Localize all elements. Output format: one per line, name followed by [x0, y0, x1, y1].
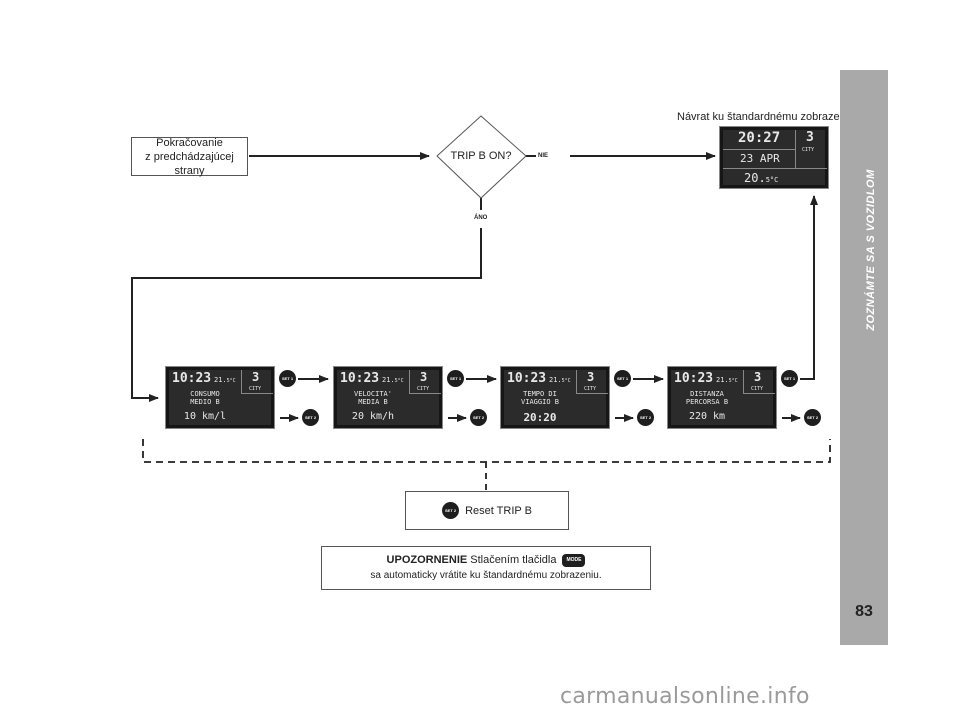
set1-button: SET 1 — [279, 370, 296, 387]
start-box-line1: Pokračovanie — [156, 136, 223, 149]
decision-label: TRIP B ON? — [450, 150, 512, 162]
trip-gear: 3 — [252, 370, 260, 384]
trip-mode: CITY — [751, 386, 764, 392]
trip-display-travel-time: 10:23 21.5°C 3 CITY TEMPO DI VIAGGIO B 2… — [500, 366, 610, 429]
return-label: Návrat ku štandardnému zobrazeniu — [677, 111, 855, 123]
standard-temp: 20.5°C — [744, 171, 779, 185]
trip-display-distance: 10:23 21.5°C 3 CITY DISTANZA PERCORSA B … — [667, 366, 777, 429]
trip-temp: 21.5°C — [549, 376, 571, 384]
trip-value: 220 km — [688, 411, 726, 422]
standard-gear: 3 — [806, 130, 814, 145]
set2-button: SET 2 — [442, 502, 460, 519]
trip-line2: PERCORSA B — [685, 398, 729, 406]
trip-temp: 21.5°C — [214, 376, 236, 384]
trip-line2: VIAGGIO B — [521, 398, 559, 406]
trip-mode: CITY — [584, 386, 597, 392]
set2-button: SET 2 — [302, 409, 319, 426]
notice-text2: sa automaticky vrátite ku štandardnému z… — [370, 570, 602, 581]
notice-title: UPOZORNENIE — [386, 554, 468, 566]
trip-line1: DISTANZA — [690, 390, 724, 398]
reset-label: Reset TRIP B — [465, 504, 532, 517]
trip-gear: 3 — [420, 370, 428, 384]
trip-mode: CITY — [249, 386, 262, 392]
decision-yes-label: ÁNO — [474, 215, 488, 221]
trip-time: 10:23 — [507, 371, 547, 386]
standard-date: 23 APR — [740, 152, 780, 165]
sidebar-title: ZOZNÁMTE SA S VOZIDLOM — [865, 169, 877, 331]
trip-value: 20:20 — [523, 411, 557, 424]
trip-line2: MEDIA B — [358, 398, 388, 406]
trip-mode: CITY — [417, 386, 430, 392]
trip-temp: 21.5°C — [716, 376, 738, 384]
standard-display: 20:27 3 CITY 23 APR 20.5°C — [719, 126, 829, 189]
trip-time: 10:23 — [340, 371, 380, 386]
line-return-to-standard — [800, 195, 818, 380]
trip-value: 10 km/l — [183, 411, 227, 422]
trip-value: 20 km/h — [351, 411, 395, 422]
trip-line1: VELOCITA' — [354, 390, 392, 398]
trip-display-speed: 10:23 21.5°C 3 CITY VELOCITA' MEDIA B 20… — [333, 366, 443, 429]
trip-line1: TEMPO DI — [523, 390, 557, 398]
line-ano-to-first-display — [131, 228, 482, 402]
trip-gear: 3 — [754, 370, 762, 384]
trip-line1: CONSUMO — [190, 390, 220, 398]
dashed-reset-bracket — [142, 439, 831, 463]
decision-diamond — [436, 115, 527, 199]
decision-no-label: NIE — [538, 153, 549, 159]
trip-time: 10:23 — [172, 371, 212, 386]
page-number: 83 — [855, 603, 873, 620]
set1-button: SET 1 — [781, 370, 798, 387]
set2-button: SET 2 — [804, 409, 821, 426]
set2-button: SET 2 — [470, 409, 487, 426]
set1-button: SET 1 — [614, 370, 631, 387]
trip-gear: 3 — [587, 370, 595, 384]
mode-button: MODE — [562, 553, 586, 567]
watermark: carmanualsonline.info — [560, 684, 810, 709]
notice-text1: Stlačením tlačidla — [470, 554, 557, 566]
notice-box: UPOZORNENIE Stlačením tlačidla MODE sa a… — [321, 546, 651, 590]
trip-temp: 21.5°C — [382, 376, 404, 384]
start-box: Pokračovanie z predchádzajúcej strany — [131, 136, 248, 177]
sidebar-bar — [840, 70, 888, 645]
set2-button: SET 2 — [637, 409, 654, 426]
trip-display-consumption: 10:23 21.5°C 3 CITY CONSUMO MEDIO B 10 k… — [165, 366, 275, 429]
standard-time: 20:27 — [738, 130, 781, 146]
trip-line2: MEDIO B — [190, 398, 220, 406]
trip-time: 10:23 — [674, 371, 714, 386]
set1-button: SET 1 — [447, 370, 464, 387]
standard-mode: CITY — [802, 147, 815, 153]
start-box-line2: z predchádzajúcej strany — [145, 150, 234, 177]
reset-box: SET 2 Reset TRIP B — [405, 491, 569, 530]
